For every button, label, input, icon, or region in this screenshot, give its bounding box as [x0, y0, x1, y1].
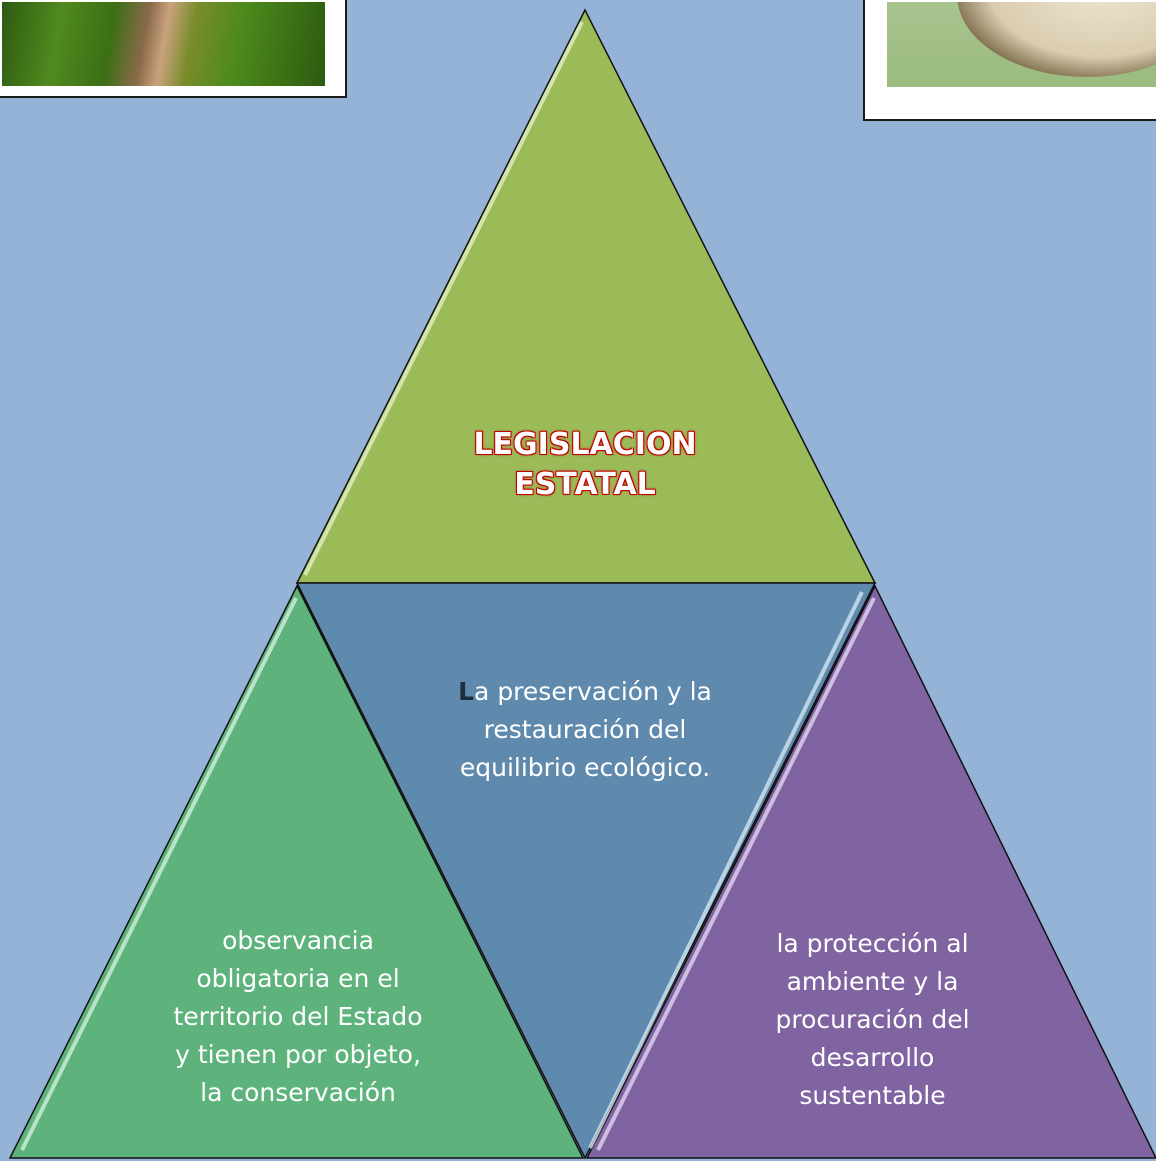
highlight-right	[596, 597, 876, 1151]
triangle-middle	[295, 582, 877, 1160]
highlight-middle	[588, 591, 864, 1149]
diagram-title-text: LEGISLACION ESTATAL	[473, 427, 697, 502]
middle-first-letter: L	[458, 676, 475, 706]
right-text-block: la protección al ambiente y la procuraci…	[745, 925, 1000, 1115]
triangle-right	[585, 584, 1156, 1159]
grass-image	[2, 2, 325, 86]
highlight-top	[303, 21, 584, 576]
left-text: observancia obligatoria en el territorio…	[173, 926, 423, 1107]
bowl-image	[887, 2, 1156, 87]
bowl-photo	[863, 0, 1156, 121]
right-text: la protección al ambiente y la procuraci…	[775, 929, 970, 1110]
middle-text-block: La preservación y la restauración del eq…	[440, 652, 730, 807]
grass-hands-photo	[0, 0, 347, 98]
triangle-left	[8, 584, 585, 1159]
left-text-block: observancia obligatoria en el territorio…	[168, 902, 428, 1132]
diagram-title: LEGISLACION ESTATAL	[430, 420, 740, 510]
middle-text-rest: a preservación y la restauración del equ…	[459, 676, 712, 782]
highlight-left	[20, 597, 298, 1151]
middle-text: La preservación y la restauración del eq…	[440, 673, 730, 787]
